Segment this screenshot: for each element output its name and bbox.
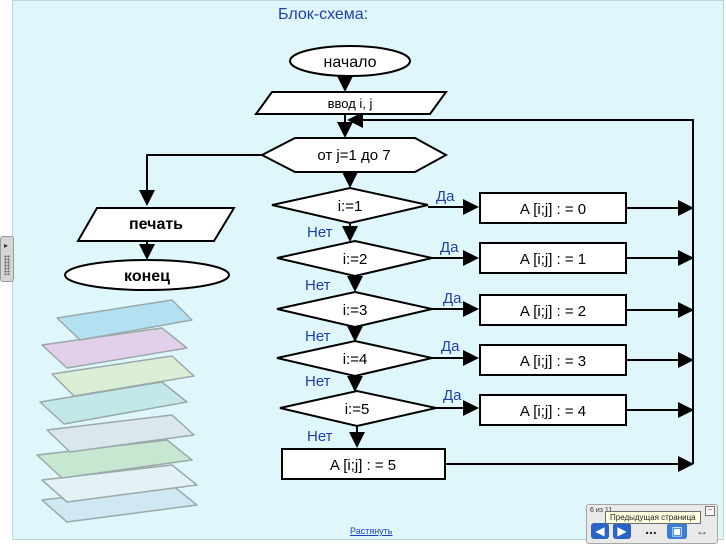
loop-label: от j=1 до 7: [317, 147, 390, 164]
action-5-box: [479, 394, 627, 426]
nav-close-icon[interactable]: −: [705, 506, 715, 516]
exit-button[interactable]: ↔: [693, 523, 711, 539]
action-4-box: [479, 344, 627, 376]
end-label: конец: [124, 268, 170, 285]
yes-label-1: Да: [436, 188, 455, 205]
exit-arrows-icon: ↔: [696, 524, 708, 538]
yes-label-4: Да: [441, 338, 460, 355]
action-3-box: [479, 294, 627, 326]
no-label-5: Нет: [307, 428, 333, 445]
end-terminator: [64, 259, 230, 291]
condition-4-diamond: [276, 339, 433, 378]
action-5-label: A [i;j] : = 4: [520, 403, 586, 420]
action-3-label: A [i;j] : = 2: [520, 303, 586, 320]
no-label-1: Нет: [307, 224, 333, 241]
loop-hexagon: [259, 137, 449, 173]
condition-4-label: i:=4: [343, 351, 368, 368]
start-label: начало: [323, 54, 376, 71]
print-parallelogram: [76, 207, 236, 242]
fullscreen-button[interactable]: ▣: [667, 523, 687, 539]
slide-menu-button[interactable]: ...: [645, 521, 657, 537]
action-6-label: A [i;j] : = 5: [330, 457, 396, 474]
expand-arrow-icon: ▸: [4, 241, 9, 250]
yes-label-3: Да: [443, 290, 462, 307]
arrow-left-icon: ◀: [595, 524, 605, 538]
condition-3-diamond: [276, 290, 433, 329]
stretch-link[interactable]: Растянуть: [350, 526, 393, 536]
grip-icon: [4, 255, 10, 275]
yes-label-5: Да: [443, 387, 462, 404]
condition-2-label: i:=2: [343, 251, 368, 268]
action-2-label: A [i;j] : = 1: [520, 251, 586, 268]
no-label-4: Нет: [305, 373, 331, 390]
page-counter: 6 из 11: [590, 507, 613, 514]
print-label: печать: [129, 216, 183, 233]
input-parallelogram: [254, 91, 448, 115]
slide-title: Блок-схема:: [278, 6, 369, 23]
tooltip: Предыдущая страница: [605, 511, 701, 524]
prev-slide-button[interactable]: ◀: [591, 523, 609, 539]
condition-5-diamond: [279, 389, 437, 428]
slideshow-nav-panel: 6 из 11 − ◀ ▶ ... ▣ ↔ Предыдущая страниц…: [586, 504, 718, 544]
books-illustration: [36, 299, 198, 523]
no-label-3: Нет: [305, 328, 331, 345]
condition-5-label: i:=5: [345, 401, 370, 418]
no-label-2: Нет: [305, 277, 331, 294]
input-label: ввод i, j: [328, 96, 373, 111]
action-1-box: [479, 192, 627, 224]
action-2-box: [479, 242, 627, 274]
action-1-label: A [i;j] : = 0: [520, 201, 586, 218]
condition-1-diamond: [271, 186, 429, 225]
condition-2-diamond: [276, 239, 433, 278]
arrow-right-icon: ▶: [617, 524, 627, 538]
condition-3-label: i:=3: [343, 302, 368, 319]
condition-1-label: i:=1: [338, 198, 363, 215]
yes-label-2: Да: [440, 239, 459, 256]
next-slide-button[interactable]: ▶: [613, 523, 631, 539]
action-6-box: [281, 448, 446, 480]
monitor-icon: ▣: [671, 524, 683, 538]
side-panel-handle[interactable]: ▸: [0, 236, 14, 282]
start-terminator: [289, 45, 411, 77]
action-4-label: A [i;j] : = 3: [520, 353, 586, 370]
